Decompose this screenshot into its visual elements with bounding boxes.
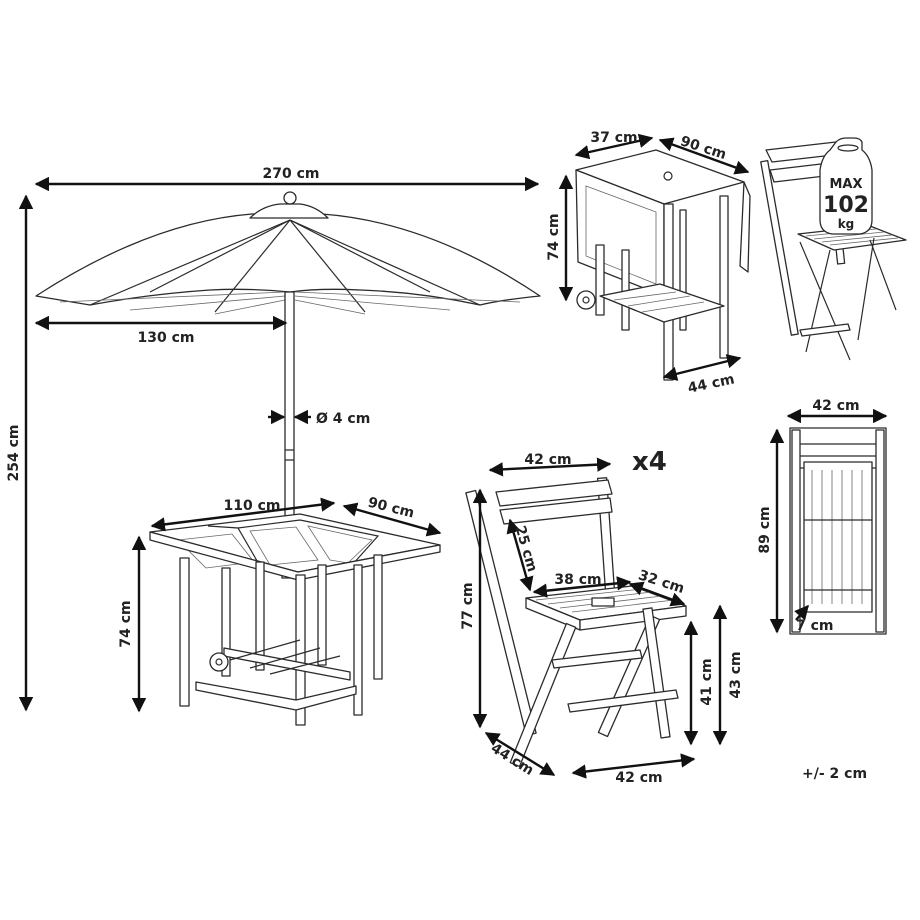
table-open-width-label: 110 cm: [224, 498, 281, 514]
folded-table-bottom-label: 44 cm: [686, 371, 736, 396]
chair-seat-height-high-dimension: 43 cm: [712, 604, 744, 746]
chair-base-width-label: 42 cm: [615, 770, 662, 786]
umbrella-height-dimension: 254 cm: [6, 194, 34, 712]
pole-diameter-dimension: Ø 4 cm: [268, 409, 370, 427]
max-load-value: 102: [823, 193, 869, 218]
weight-icon: MAX 102 kg: [819, 137, 873, 235]
chair-height-dimension: 77 cm: [460, 488, 488, 729]
max-load-prefix: MAX: [829, 177, 862, 192]
folded-chair-width-label: 42 cm: [812, 398, 859, 414]
folded-chair-width-dimension: 42 cm: [786, 398, 888, 424]
chair-seat-height-low-label: 41 cm: [699, 658, 715, 705]
table-drawing: [149, 513, 441, 726]
table-height-label: 74 cm: [118, 600, 134, 647]
folded-chair-thickness-dimension: 7 cm: [794, 604, 834, 634]
chair-count-label: x4: [632, 447, 667, 477]
umbrella-radius-dimension: 130 cm: [34, 315, 288, 346]
umbrella-drawing: [35, 191, 541, 579]
chair-drawing: [465, 477, 687, 768]
chair-back-height-label: 25 cm: [512, 524, 540, 574]
chair-width-label: 42 cm: [524, 452, 571, 468]
folded-table-height-label: 74 cm: [546, 213, 562, 260]
folded-table-depth-label: 90 cm: [678, 133, 728, 163]
umbrella-width-dimension: 270 cm: [34, 166, 540, 192]
chair-width-dimension: 42 cm: [488, 452, 612, 477]
folded-table-width-label: 37 cm: [590, 130, 637, 146]
folded-table-drawing: [575, 149, 751, 381]
folded-chair-height-label: 89 cm: [757, 506, 773, 553]
chair-back-height-dimension: 25 cm: [506, 518, 540, 592]
folded-table-width-dimension: 37 cm: [574, 130, 654, 160]
folded-chair-drawing: [789, 427, 887, 635]
table-open-width-dimension: 110 cm: [150, 497, 336, 532]
table-height-dimension: 74 cm: [118, 535, 147, 713]
table-depth-label: 90 cm: [366, 495, 416, 522]
folded-table-bottom-dimension: 44 cm: [662, 354, 742, 397]
chair-seat-height-low-dimension: 41 cm: [683, 620, 715, 746]
max-load-unit: kg: [838, 217, 855, 231]
umbrella-height-label: 254 cm: [6, 425, 22, 482]
folded-chair-thickness-label: 7 cm: [796, 618, 834, 634]
chair-seat-width-dimension: 38 cm: [532, 572, 632, 598]
pole-diameter-label: Ø 4 cm: [316, 411, 370, 427]
tolerance-label: +/- 2 cm: [802, 766, 867, 782]
chair-base-width-dimension: 42 cm: [571, 753, 696, 786]
chair-seat-width-label: 38 cm: [554, 572, 601, 588]
umbrella-width-label: 270 cm: [263, 166, 320, 182]
folded-table-height-dimension: 74 cm: [546, 174, 574, 302]
umbrella-radius-label: 130 cm: [138, 330, 195, 346]
chair-seat-height-high-label: 43 cm: [728, 651, 744, 698]
chair-height-label: 77 cm: [460, 582, 476, 629]
folded-chair-height-dimension: 89 cm: [757, 428, 785, 634]
